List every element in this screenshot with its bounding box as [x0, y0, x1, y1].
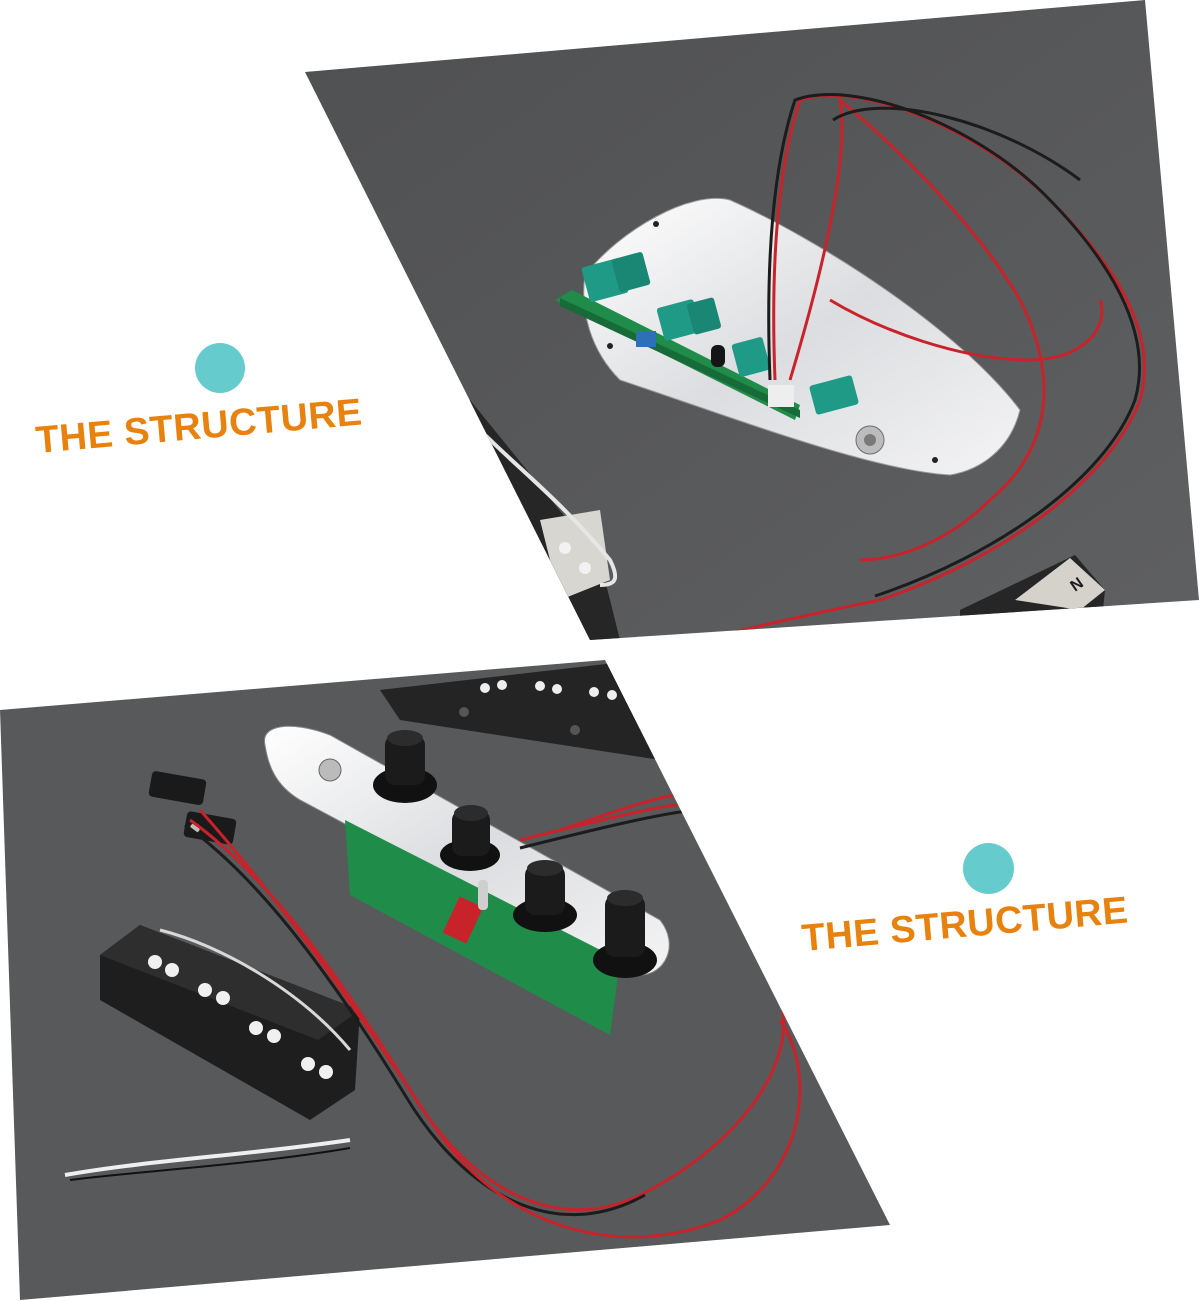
- knob-1: [373, 730, 437, 803]
- pickup-bottom-upper: [380, 660, 660, 760]
- teal-dot-top: [195, 343, 245, 393]
- wires-bottom: [184, 788, 802, 1239]
- jazz-bass-pickup: [64, 925, 360, 1181]
- knob-4: [593, 890, 657, 978]
- teal-dot-bottom: [963, 843, 1014, 894]
- knob-3: [513, 860, 577, 932]
- knob-2: [440, 805, 500, 871]
- wires-top: [659, 93, 1146, 640]
- toggle-switch: [478, 880, 488, 910]
- control-plate-bottom: [264, 725, 670, 1035]
